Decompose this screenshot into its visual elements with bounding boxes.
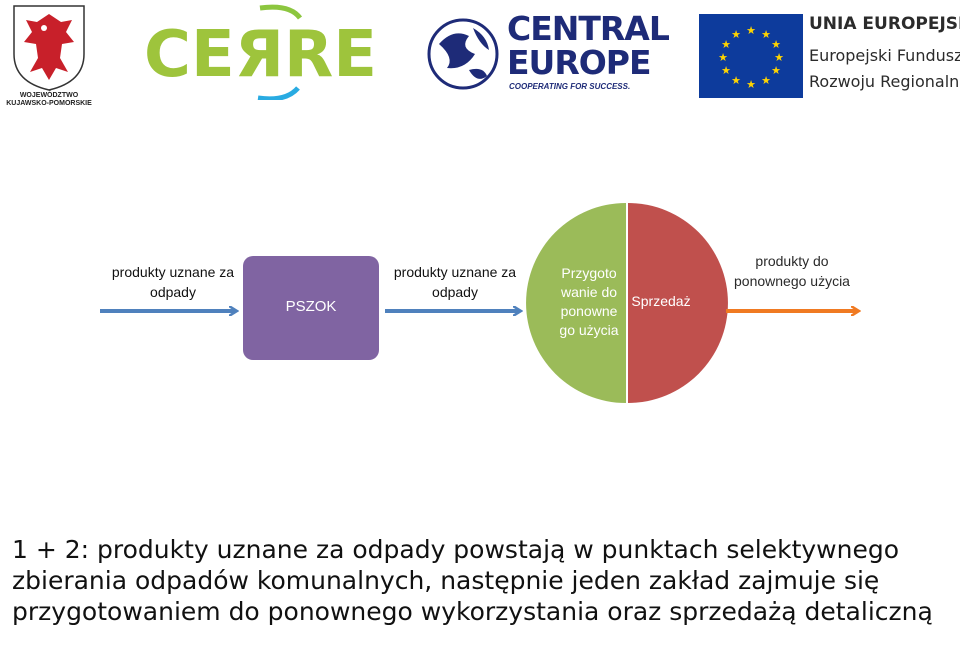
- svg-text:★: ★: [774, 51, 784, 64]
- preparation-label: Przygoto wanie do ponowne go użycia: [559, 265, 619, 338]
- pszok-label: PSZOK: [285, 298, 337, 315]
- central-europe-tagline: COOPERATING FOR SUCCESS.: [509, 82, 631, 91]
- central-europe-logo: CENTRAL EUROPE COOPERATING FOR SUCCESS.: [425, 10, 670, 102]
- circle-right-half: [628, 203, 728, 403]
- svg-text:★: ★: [718, 51, 728, 64]
- svg-text:★: ★: [746, 78, 756, 91]
- pszok-box: [243, 256, 379, 360]
- svg-text:★: ★: [771, 64, 781, 77]
- region-name: WOJEWÓDZTWO KUJAWSKO-POMORSKIE: [6, 92, 92, 107]
- eu-logo: ★★★ ★★★ ★★★ ★★★ UNIA EUROPEJSKA Europejs…: [695, 10, 960, 102]
- svg-text:★: ★: [731, 74, 741, 87]
- circle-left-half: [526, 203, 626, 403]
- globe-icon: [427, 18, 499, 90]
- eu-title: UNIA EUROPEJSKA: [809, 14, 960, 34]
- svg-text:★: ★: [721, 38, 731, 51]
- europe-word: EUROPE: [507, 43, 652, 82]
- central-word: CENTRAL: [507, 9, 670, 48]
- sale-label: Sprzedaż: [631, 293, 691, 309]
- eu-flag-icon: ★★★ ★★★ ★★★ ★★★: [699, 14, 803, 98]
- svg-text:★: ★: [746, 24, 756, 37]
- svg-text:★: ★: [761, 74, 771, 87]
- eu-fund-line: Europejski Fundusz: [809, 46, 960, 65]
- caption-text: 1 + 2: produkty uznane za odpady powstaj…: [12, 535, 933, 626]
- region-coat-of-arms-logo: WOJEWÓDZTWO KUJAWSKO-POMORSKIE: [6, 2, 92, 110]
- svg-text:★: ★: [761, 28, 771, 41]
- eu-fund-line-2: Rozwoju Regionalnego: [809, 72, 960, 91]
- shield-icon: [13, 5, 85, 91]
- svg-text:★: ★: [771, 38, 781, 51]
- output-label: produkty do ponownego użycia: [734, 253, 850, 289]
- input-label-1: produkty uznane za odpady: [111, 264, 235, 300]
- svg-text:★: ★: [731, 28, 741, 41]
- svg-text:★: ★: [721, 64, 731, 77]
- input-label-2: produkty uznane za odpady: [393, 264, 517, 300]
